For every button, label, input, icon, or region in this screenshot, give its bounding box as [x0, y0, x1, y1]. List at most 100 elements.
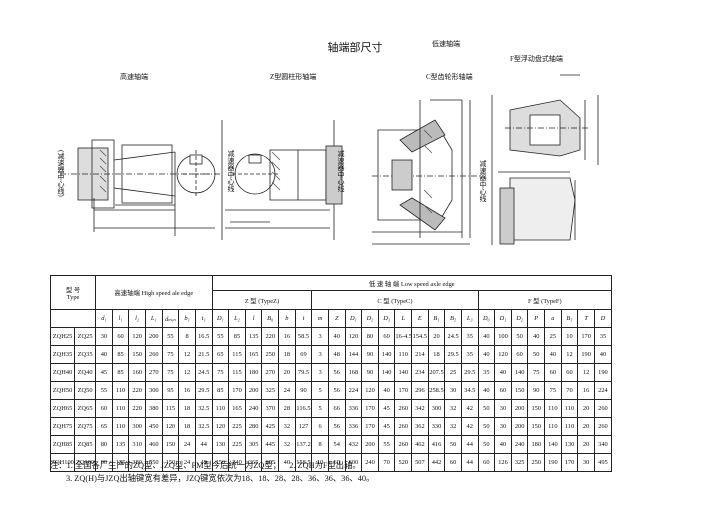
model-cell: ZQ85	[74, 435, 97, 454]
table-cell: 260	[394, 399, 413, 418]
column-header: L₁	[144, 309, 163, 328]
table-cell: 600	[344, 453, 363, 472]
table-cell: 168	[344, 363, 363, 382]
notes: 注：1. 全国各厂生产的ZQ型、JZQ型、PM型今后统一为ZQ型； 2. ZQH…	[50, 459, 374, 485]
table-cell: 12	[178, 363, 196, 382]
table-cell: 170	[228, 381, 246, 400]
table-cell: 60	[377, 327, 396, 346]
table-cell: 42	[460, 417, 479, 436]
column-header: B₁	[427, 309, 446, 328]
column-header: D₂	[510, 309, 529, 328]
note-line-1: 注：1. 全国各厂生产的ZQ型、JZQ型、PM型今后统一为ZQ型； 2. ZQH…	[50, 459, 374, 472]
table-cell: 325	[510, 453, 529, 472]
table-cell: 150	[128, 345, 146, 364]
model-cell: ZQ25	[74, 327, 97, 346]
column-header: D	[593, 309, 613, 328]
table-cell: 40	[477, 327, 496, 346]
table-cell: 85	[228, 327, 246, 346]
table-cell: 28	[278, 399, 296, 418]
table-cell: 330	[427, 417, 446, 436]
table-cell: 110	[111, 417, 130, 436]
table-cell: 49	[194, 453, 213, 472]
column-header: Z	[327, 309, 346, 328]
table-cell: 5	[311, 381, 329, 400]
model-cell: ZQ100	[74, 453, 97, 472]
table-cell: 29.5	[460, 363, 479, 382]
table-cell: 95	[161, 381, 180, 400]
table-cell: 310	[128, 435, 146, 454]
column-header: D₂	[361, 309, 379, 328]
table-cell: 80	[361, 327, 379, 346]
table-cell: 70	[377, 453, 396, 472]
table-cell: 16.5	[194, 327, 213, 346]
column-header: T	[577, 309, 595, 328]
table-cell: 40	[278, 453, 296, 472]
table-cell: 44	[460, 435, 479, 454]
table-cell: 200	[244, 381, 263, 400]
table-cell: 190	[593, 363, 613, 382]
table-cell: 66	[327, 399, 346, 418]
table-cell: 250	[527, 453, 546, 472]
table-cell: 137.2	[294, 435, 313, 454]
table-cell: 260	[593, 417, 613, 436]
table-cell: 40	[527, 327, 546, 346]
table-cell: 60	[560, 363, 579, 382]
table-cell: 520	[394, 453, 413, 472]
column-header: b	[278, 309, 296, 328]
table-cell: 42	[460, 399, 479, 418]
table-cell: 40	[477, 345, 496, 364]
table-cell: 55	[95, 381, 113, 400]
table-cell: 40	[95, 345, 113, 364]
table-cell: 56	[327, 381, 346, 400]
column-header: B₃	[560, 309, 579, 328]
table-cell: 120	[161, 417, 180, 436]
table-cell: 3	[311, 327, 329, 346]
z-type-shaft-drawing	[225, 145, 343, 229]
table-cell: 260	[394, 417, 413, 436]
table-cell: 224	[344, 381, 363, 400]
table-cell: 336	[344, 399, 363, 418]
table-cell: 16	[278, 327, 296, 346]
table-cell: 140	[510, 363, 529, 382]
column-header: D₃	[377, 309, 396, 328]
table-cell: 150	[527, 399, 546, 418]
table-cell: 75	[527, 363, 546, 382]
table-cell: 85	[211, 381, 230, 400]
note-1: 注：1. 全国各厂生产的ZQ型、JZQ型、PM型今后统一为ZQ型；	[50, 461, 281, 470]
table-cell: 305	[244, 435, 263, 454]
table-cell: 462	[411, 435, 429, 454]
table-cell: 60	[111, 327, 130, 346]
table-cell: 75	[161, 345, 180, 364]
table-cell: 110	[211, 399, 230, 418]
column-header: L₂	[228, 309, 246, 328]
table-cell: 100	[494, 327, 512, 346]
table-cell: 5	[311, 399, 329, 418]
table-cell: 258.5	[427, 381, 446, 400]
model-cell: ZQ40	[74, 363, 97, 382]
table-cell: 3	[311, 363, 329, 382]
table-cell: 300	[144, 381, 163, 400]
table-cell: 75	[544, 381, 562, 400]
table-cell: 60	[544, 363, 562, 382]
table-cell: 370	[261, 399, 280, 418]
table-cell: 165	[244, 345, 263, 364]
column-header: t₁	[194, 309, 213, 328]
table-cell: 120	[494, 345, 512, 364]
table-cell: 110	[111, 399, 130, 418]
table-cell: 115	[161, 399, 180, 418]
table-cell: 20	[577, 399, 595, 418]
table-cell: 20	[278, 363, 296, 382]
table-cell: 336	[344, 417, 363, 436]
f-type-header: F 型 (TypeF)	[477, 290, 613, 310]
table-cell: 60	[494, 381, 512, 400]
column-header: D₁	[494, 309, 512, 328]
table-cell: 10	[560, 327, 579, 346]
table-cell: 170	[577, 327, 595, 346]
table-cell: 110	[544, 417, 562, 436]
table-cell: 18	[178, 417, 196, 436]
table-cell: 30	[577, 453, 595, 472]
column-header: L₃	[460, 309, 479, 328]
